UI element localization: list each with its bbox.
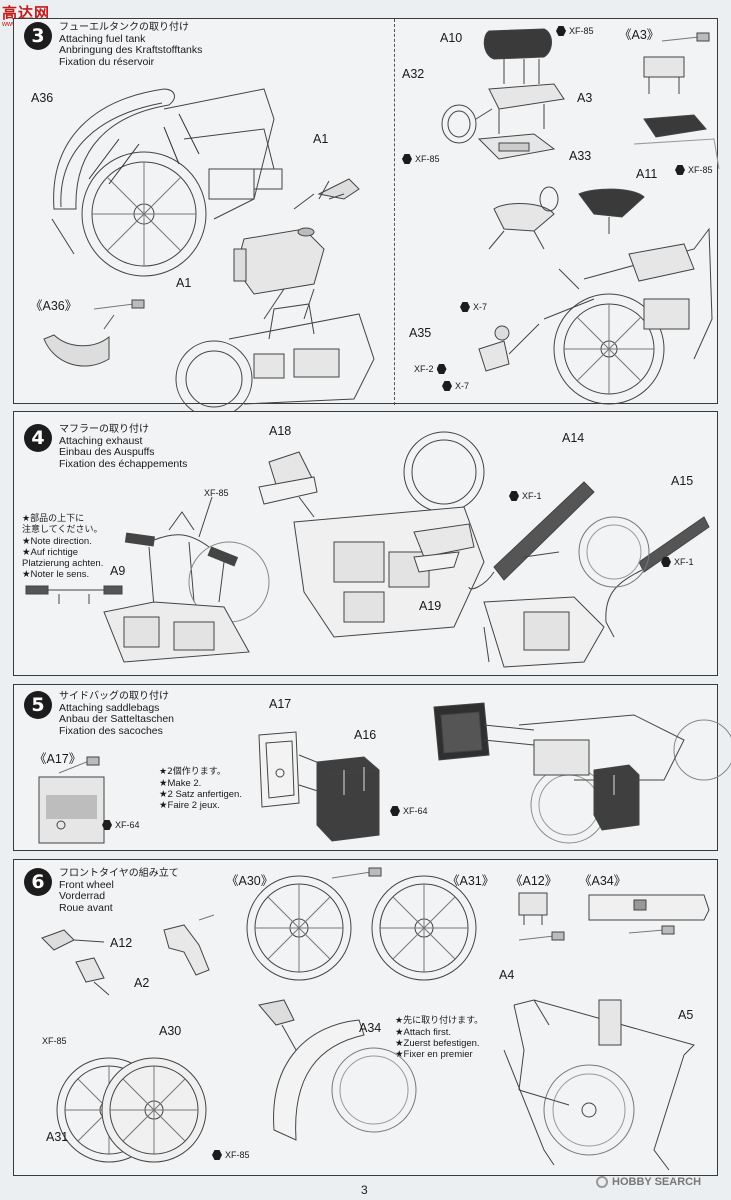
label-A12: A12 (110, 936, 133, 950)
label-A10: A10 (440, 31, 463, 45)
label-A36: A36 (31, 91, 54, 105)
paint-x7-bottom: X-7 (442, 381, 469, 391)
step-6-number: 6 (24, 868, 52, 896)
label-A5: A5 (678, 1008, 694, 1022)
step-3-panel: 3 フューエルタンクの取り付け Attaching fuel tank Anbr… (13, 18, 718, 404)
step-3-title-jp: フューエルタンクの取り付け (59, 22, 189, 33)
label-A19: A19 (419, 599, 442, 613)
step-5-title-fr: Fixation des sacoches (59, 724, 163, 737)
label-A15: A15 (671, 474, 694, 488)
step-3-title-fr: Fixation du réservoir (59, 55, 155, 68)
label-A14: A14 (562, 431, 585, 445)
step-4-title-en: Attaching exhaust (59, 434, 143, 447)
paint-xf85-bottom: XF-85 (212, 1150, 250, 1160)
step-6-title-en: Front wheel (59, 878, 114, 891)
paint-xf85-a10: XF-85 (556, 26, 594, 36)
step-5-title: 5 サイドバッグの取り付け Attaching saddlebags Anbau… (24, 691, 174, 737)
paint-xf2: XF-2 (414, 364, 447, 374)
step-5-panel: 5 サイドバッグの取り付け Attaching saddlebags Anbau… (13, 684, 718, 851)
step-6-title-fr: Roue avant (59, 901, 113, 914)
step-6-panel: 6 フロントタイヤの組み立て Front wheel Vorderrad Rou… (13, 859, 718, 1176)
watermark-brand: 高达网 (2, 4, 51, 22)
paint-xf85-a9: XF-85 (204, 488, 229, 498)
label-A32: A32 (402, 67, 425, 81)
label-A18: A18 (269, 424, 292, 438)
label-A4: A4 (499, 968, 515, 982)
watermark-hobby-search: HOBBY SEARCH (596, 1176, 701, 1188)
paint-xf85-top: XF-85 (42, 1036, 67, 1046)
step-4-panel: 4 マフラーの取り付け Attaching exhaust Einbau des… (13, 411, 718, 676)
paint-xf85-a32: XF-85 (402, 154, 440, 164)
step-6-title-de: Vorderrad (59, 890, 106, 902)
label-A31: A31 (46, 1130, 69, 1144)
step-3-title-en: Attaching fuel tank (59, 32, 146, 45)
step-4-drawing (14, 412, 719, 677)
panel-divider (394, 19, 395, 405)
step-4-direction-note: ★部品の上下に 注意してください。 ★Note direction. ★Auf … (22, 514, 104, 580)
step-3-title: 3 フューエルタンクの取り付け Attaching fuel tank Anbr… (24, 22, 202, 68)
step-6-attach-note: ★先に取り付けます。 ★Attach first. ★Zuerst befest… (395, 1016, 484, 1060)
label-A1-bottom: A1 (176, 276, 192, 290)
step-3-title-de: Anbringung des Kraftstofftanks (59, 44, 203, 56)
paint-xf85-a11: XF-85 (675, 165, 713, 175)
step-5-title-en: Attaching saddlebags (59, 701, 160, 714)
hobby-search-logo-icon (596, 1176, 608, 1188)
paint-xf1-a14: XF-1 (509, 491, 542, 501)
label-A30: A30 (159, 1024, 182, 1038)
step-5-number: 5 (24, 691, 52, 719)
step-4-title: 4 マフラーの取り付け Attaching exhaust Einbau des… (24, 424, 187, 470)
label-A36-detail: 《A36》 (30, 299, 78, 313)
label-A33: A33 (569, 149, 592, 163)
step-5-title-jp: サイドバッグの取り付け (59, 691, 169, 702)
step-4-title-de: Einbau des Auspuffs (59, 446, 155, 458)
label-A2: A2 (134, 976, 150, 990)
step-5-title-de: Anbau der Satteltaschen (59, 713, 174, 725)
label-A16: A16 (354, 728, 377, 742)
label-A1-top: A1 (313, 132, 329, 146)
label-A34-detail: 《A34》 (579, 874, 627, 888)
label-A35: A35 (409, 326, 432, 340)
step-4-title-fr: Fixation des échappements (59, 457, 188, 470)
paint-x7-top: X-7 (460, 302, 487, 312)
page-number: 3 (361, 1183, 368, 1197)
label-A34: A34 (359, 1021, 382, 1035)
paint-xf64-a16: XF-64 (390, 806, 428, 816)
label-A17-detail: 《A17》 (34, 752, 82, 766)
step-4-title-jp: マフラーの取り付け (59, 424, 149, 435)
step-5-make-note: ★2個作ります。 ★Make 2. ★2 Satz anfertigen. ★F… (159, 767, 242, 811)
label-A17: A17 (269, 697, 292, 711)
label-A12-detail: 《A12》 (510, 874, 558, 888)
step-3-left-drawing (14, 19, 394, 405)
step-3-right-drawing (394, 19, 719, 405)
label-A3-detail: 《A3》 (619, 28, 660, 42)
step-6-title-jp: フロントタイヤの組み立て (59, 868, 179, 879)
label-A11: A11 (636, 167, 658, 181)
label-A3: A3 (577, 91, 593, 105)
step-5-drawing (14, 685, 719, 852)
step-4-number: 4 (24, 424, 52, 452)
label-A31-detail: 《A31》 (447, 874, 495, 888)
step-3-number: 3 (24, 22, 52, 50)
step-6-title: 6 フロントタイヤの組み立て Front wheel Vorderrad Rou… (24, 868, 179, 914)
paint-xf64-detail: XF-64 (102, 820, 140, 830)
label-A30-detail: 《A30》 (226, 874, 274, 888)
label-A9: A9 (110, 564, 126, 578)
paint-xf1-a15: XF-1 (661, 557, 694, 567)
step-6-drawing (14, 860, 719, 1177)
